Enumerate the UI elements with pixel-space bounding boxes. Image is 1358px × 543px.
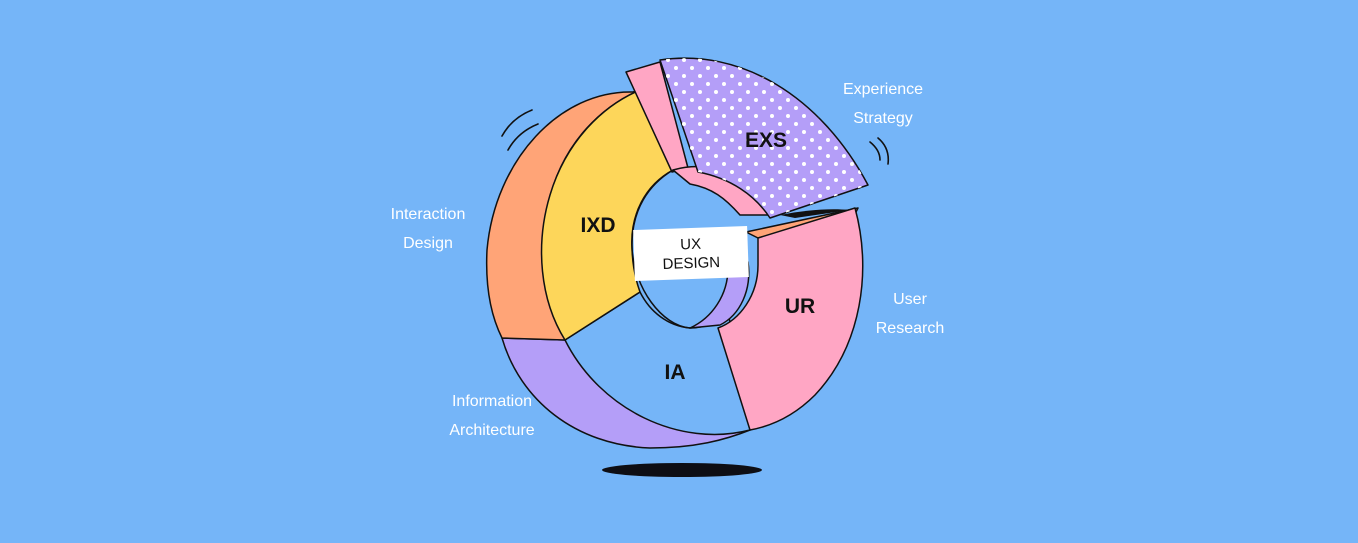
caption-user-research: User Research <box>862 285 958 343</box>
motion-lines-left <box>501 109 539 151</box>
caption-line: Architecture <box>449 422 535 439</box>
caption-information-architecture: Information Architecture <box>434 387 550 445</box>
caption-line: Experience <box>842 81 924 98</box>
ux-design-card: UX DESIGN <box>633 226 749 281</box>
ur-shadow-gap <box>780 209 850 218</box>
caption-line: Design <box>403 235 453 252</box>
exs-dot-pattern <box>660 58 868 218</box>
ixd-label: IXD <box>580 214 615 237</box>
center-line-1: UX <box>679 235 702 253</box>
ur-segment-face <box>717 207 864 431</box>
caption-interaction-design: Interaction Design <box>372 200 484 258</box>
caption-line: Interaction <box>390 206 466 223</box>
ia-label: IA <box>665 361 686 384</box>
ur-label: UR <box>785 295 815 318</box>
caption-line: Information <box>451 393 533 410</box>
center-line-2: DESIGN <box>662 253 721 273</box>
center-hole <box>631 169 691 329</box>
exs-label: EXS <box>745 129 787 152</box>
floor-shadow <box>602 463 762 477</box>
caption-experience-strategy: Experience Strategy <box>828 75 938 133</box>
caption-line: Research <box>875 320 945 337</box>
motion-lines-right <box>869 137 890 165</box>
caption-line: Strategy <box>853 110 913 127</box>
caption-line: User <box>893 291 927 308</box>
